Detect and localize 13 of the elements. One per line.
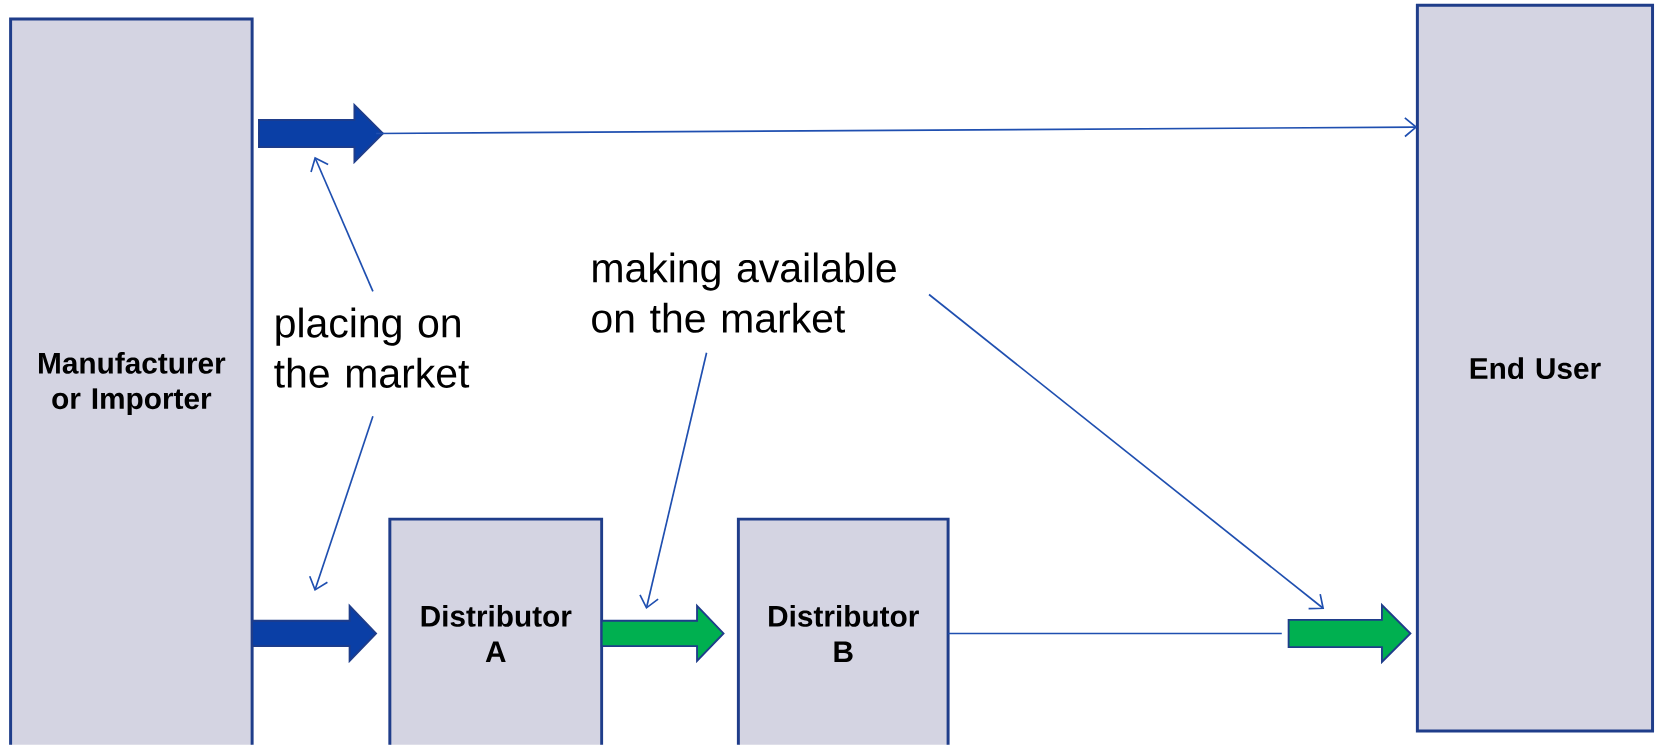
annotation-text: placing on the market xyxy=(274,307,470,389)
leader-line xyxy=(310,156,374,293)
arrow xyxy=(375,117,1418,138)
process-box: End User xyxy=(1415,3,1655,733)
leader-line xyxy=(928,293,1325,610)
leader-line xyxy=(308,415,374,592)
process-box: Distributor B xyxy=(736,517,950,745)
annotation-text: making available on the market xyxy=(592,252,896,333)
block-arrow xyxy=(600,603,725,664)
block-arrow xyxy=(251,603,378,664)
leader-line xyxy=(639,352,708,610)
process-box: Manufacturer or Importer xyxy=(9,17,254,745)
process-box: Distributor A xyxy=(388,517,604,745)
